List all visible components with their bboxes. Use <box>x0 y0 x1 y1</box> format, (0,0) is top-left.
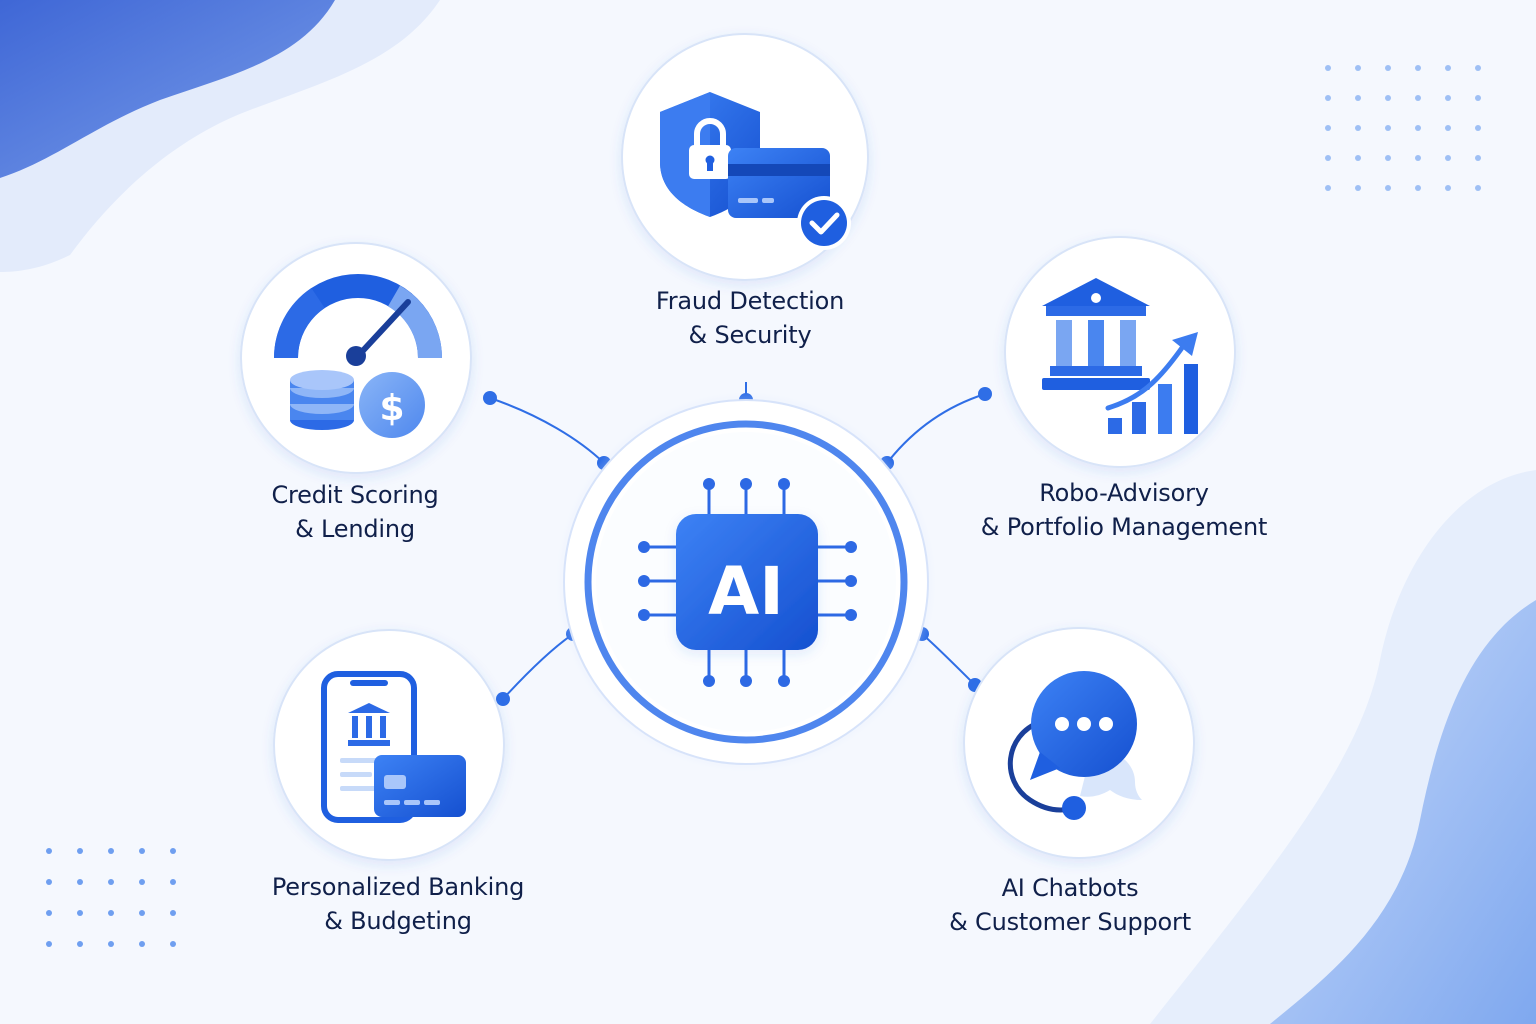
label-line: Credit Scoring <box>271 481 439 509</box>
decor-dot <box>1385 125 1391 131</box>
bank-growth-chart-icon <box>1042 278 1198 434</box>
label-robo-advisory: Robo-Advisory & Portfolio Management <box>980 476 1268 544</box>
node-robo-advisory[interactable] <box>1004 236 1236 468</box>
decor-dot <box>1355 155 1361 161</box>
chat-bubble-icon <box>1007 671 1142 820</box>
gauge-coins-icon: $ <box>273 274 442 438</box>
decor-dot <box>108 848 114 854</box>
connector-robo <box>886 393 986 464</box>
decor-dot <box>170 879 176 885</box>
hub-text: AI <box>708 553 784 630</box>
phone-bank-card-icon <box>321 671 466 823</box>
decor-dot <box>46 879 52 885</box>
label-line: & Portfolio Management <box>980 513 1268 541</box>
decor-dot <box>1385 185 1391 191</box>
decor-dot <box>1445 125 1451 131</box>
corner-blob-top-left <box>0 0 335 178</box>
svg-text:$: $ <box>379 388 404 429</box>
node-ai-chatbots[interactable] <box>963 627 1195 859</box>
decor-dot <box>139 848 145 854</box>
decor-dot <box>139 941 145 947</box>
label-line: & Budgeting <box>324 907 472 935</box>
shield-lock-card-icon <box>660 92 851 250</box>
node-credit-scoring[interactable]: $ <box>240 242 472 474</box>
decor-dot <box>1385 95 1391 101</box>
decor-dot <box>1415 65 1421 71</box>
decor-dot <box>77 879 83 885</box>
chip-body <box>676 514 818 650</box>
decor-dot <box>1355 65 1361 71</box>
decor-dot <box>139 910 145 916</box>
decor-dot <box>1445 155 1451 161</box>
connector-dot <box>483 391 497 405</box>
corner-blob-bottom-right <box>1270 600 1536 1024</box>
decor-dot <box>108 910 114 916</box>
node-personalized-banking[interactable] <box>273 629 505 861</box>
decor-dot <box>1415 95 1421 101</box>
connector-credit <box>489 397 605 464</box>
connector-chatbot <box>921 633 976 686</box>
decor-dot <box>170 848 176 854</box>
decor-dot <box>1355 185 1361 191</box>
decor-dot <box>1475 95 1481 101</box>
decor-dot <box>77 941 83 947</box>
chip-icon: AI <box>638 478 857 687</box>
connector-dot <box>496 692 510 706</box>
node-fraud-detection[interactable] <box>621 33 869 281</box>
decor-dot <box>1325 65 1331 71</box>
connector-banking <box>502 633 574 700</box>
decor-dot <box>46 941 52 947</box>
decor-dot <box>108 941 114 947</box>
decor-dot <box>1325 185 1331 191</box>
label-line: Personalized Banking <box>271 873 525 901</box>
decor-dot <box>1415 155 1421 161</box>
decor-dot <box>1355 95 1361 101</box>
decor-dot <box>1475 125 1481 131</box>
decor-dot <box>1475 155 1481 161</box>
decor-dot <box>1445 185 1451 191</box>
decor-dot <box>1385 155 1391 161</box>
label-fraud-detection: Fraud Detection & Security <box>655 284 845 352</box>
decor-dot <box>46 910 52 916</box>
label-line: Robo-Advisory <box>1039 479 1209 507</box>
decor-dot <box>1475 65 1481 71</box>
label-line: & Customer Support <box>949 908 1191 936</box>
decor-dot <box>77 910 83 916</box>
decor-dot <box>170 910 176 916</box>
decor-dot <box>1385 65 1391 71</box>
decor-dot <box>139 879 145 885</box>
decor-dot <box>1355 125 1361 131</box>
label-personalized-banking: Personalized Banking & Budgeting <box>271 870 525 938</box>
hub-ring <box>584 420 908 744</box>
label-line: Fraud Detection <box>655 287 845 315</box>
label-line: AI Chatbots <box>1001 874 1139 902</box>
decor-dot <box>1415 185 1421 191</box>
decor-dot <box>1325 155 1331 161</box>
decor-dot <box>1445 65 1451 71</box>
ai-hub: AI <box>556 392 936 772</box>
decor-dot <box>77 848 83 854</box>
decor-dot <box>108 879 114 885</box>
decor-dot <box>1325 125 1331 131</box>
dot-grid-bottom-left <box>46 848 176 947</box>
decor-dot <box>46 848 52 854</box>
decor-dot <box>1415 125 1421 131</box>
decor-dot <box>1325 95 1331 101</box>
decor-dot <box>1445 95 1451 101</box>
connector-dot <box>978 387 992 401</box>
dot-grid-top-right <box>1325 65 1481 191</box>
label-ai-chatbots: AI Chatbots & Customer Support <box>949 871 1191 939</box>
decor-dot <box>170 941 176 947</box>
label-line: & Lending <box>295 515 415 543</box>
label-credit-scoring: Credit Scoring & Lending <box>271 478 438 546</box>
decor-dot <box>1475 185 1481 191</box>
label-line: & Security <box>688 321 812 349</box>
